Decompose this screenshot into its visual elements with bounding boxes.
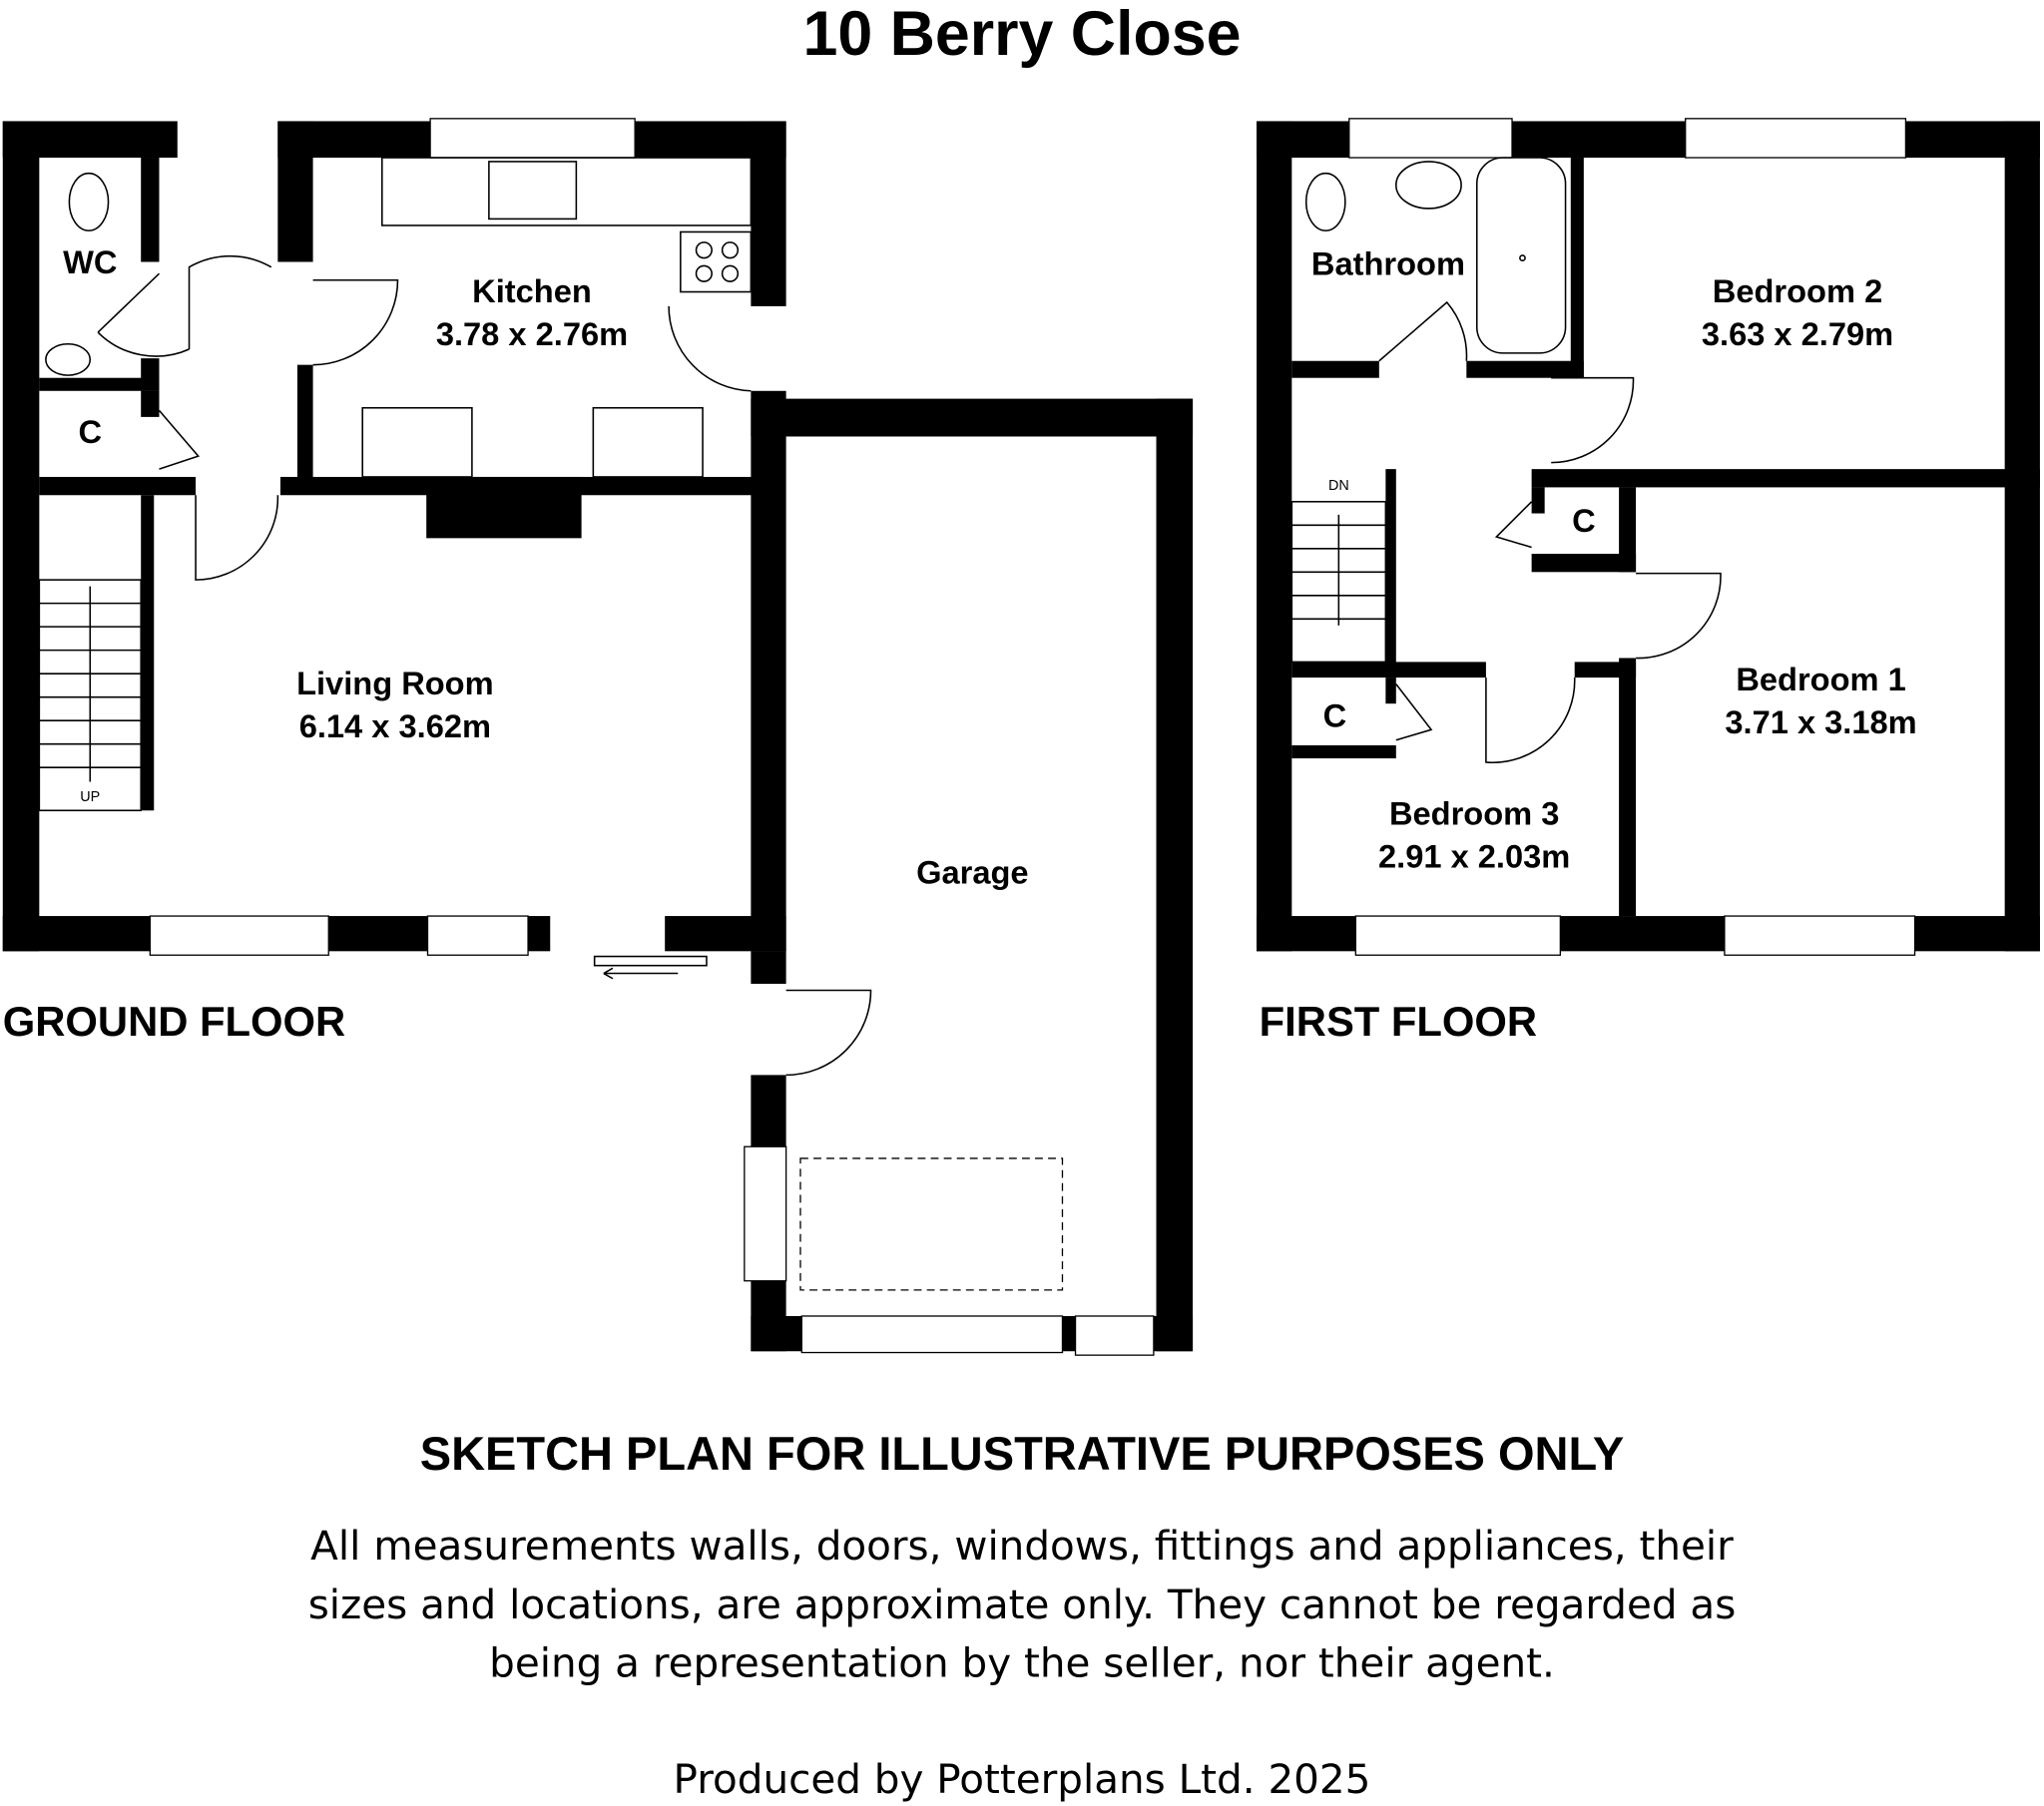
room-living-size: 6.14 x 3.62m [299, 707, 491, 744]
room-kitchen-size: 3.78 x 2.76m [436, 315, 628, 352]
disclaimer-line: sizes and locations, are approximate onl… [308, 1580, 1737, 1628]
basin-icon [45, 342, 92, 376]
stairs-up-label: UP [80, 789, 100, 805]
disclaimer-line: All measurements walls, doors, windows, … [310, 1522, 1734, 1570]
sink-icon [488, 161, 578, 221]
room-living: Living Room [296, 665, 494, 701]
room-cupboard: C [1323, 697, 1347, 734]
hob-icon [680, 230, 753, 293]
window [1724, 915, 1916, 956]
plan-title: 10 Berry Close [803, 0, 1242, 69]
window [149, 915, 329, 956]
window [426, 915, 529, 956]
bath-icon [1475, 157, 1567, 354]
room-cupboard: C [78, 413, 102, 450]
room-bedroom-2-size: 3.63 x 2.79m [1702, 315, 1893, 352]
room-kitchen: Kitchen [472, 272, 592, 309]
room-bathroom: Bathroom [1311, 245, 1465, 282]
window [1348, 118, 1513, 159]
room-bedroom-3-size: 2.91 x 2.03m [1378, 838, 1570, 875]
garage-door [800, 1315, 1064, 1354]
room-bedroom-1-size: 3.71 x 3.18m [1725, 703, 1916, 740]
door-swing [312, 278, 399, 366]
room-wc: WC [63, 243, 117, 280]
room-garage: Garage [916, 853, 1028, 890]
disclaimer-line: being a representation by the seller, no… [489, 1639, 1555, 1687]
first-floor-label: FIRST FLOOR [1260, 998, 1537, 1045]
credit: Produced by Potterplans Ltd. 2025 [674, 1755, 1371, 1803]
window [1685, 118, 1907, 159]
door-swing [668, 305, 752, 392]
window [429, 118, 636, 159]
disclaimer-heading: SKETCH PLAN FOR ILLUSTRATIVE PURPOSES ON… [420, 1427, 1624, 1480]
room-bedroom-3: Bedroom 3 [1389, 795, 1559, 832]
stairs: DN [1290, 478, 1387, 664]
room-bedroom-2: Bedroom 2 [1713, 272, 1882, 309]
basin-icon [1395, 161, 1462, 210]
window [1354, 915, 1561, 956]
stairs: UP [38, 579, 142, 812]
ground-floor-plan: UP WC C Kitchen 3.78 x 2.76m Living Room… [2, 118, 1194, 1356]
window [744, 1145, 787, 1282]
toilet-icon [68, 172, 110, 231]
chimney-breast [426, 476, 582, 539]
room-cupboard: C [1572, 502, 1596, 539]
toilet-icon [1304, 172, 1346, 231]
stairs-down-label: DN [1328, 478, 1349, 494]
ground-floor-label: GROUND FLOOR [3, 998, 345, 1045]
window [1074, 1315, 1155, 1356]
first-floor-plan: DN Bathroom Bedroom 2 3.63 x 2.79m C Bed… [1257, 118, 2040, 1045]
room-bedroom-1: Bedroom 1 [1736, 661, 1905, 697]
